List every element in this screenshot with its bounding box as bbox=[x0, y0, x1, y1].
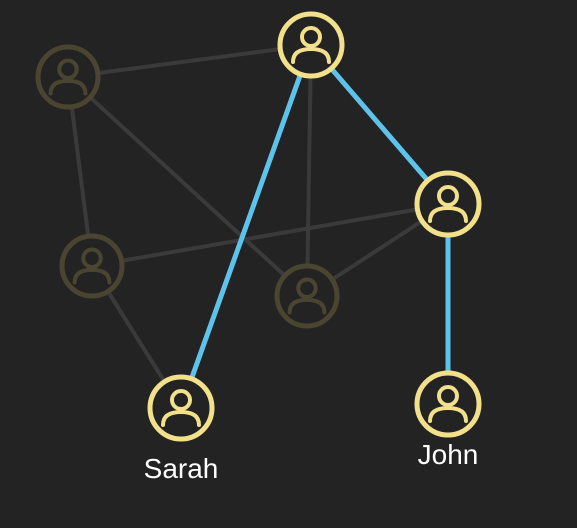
node-sarah bbox=[147, 374, 215, 442]
node-john bbox=[414, 370, 482, 438]
edges-layer bbox=[66, 42, 451, 411]
highlighted-edge-n2-n3 bbox=[308, 42, 451, 207]
user-avatar-icon bbox=[428, 185, 468, 223]
user-avatar-icon bbox=[287, 277, 327, 315]
edge-n4-n3 bbox=[90, 202, 450, 268]
edge-n1-n2 bbox=[66, 43, 313, 79]
node-n5 bbox=[274, 263, 340, 329]
node-n2 bbox=[277, 11, 345, 79]
node-n1 bbox=[35, 44, 101, 110]
node-n4 bbox=[59, 233, 125, 299]
user-avatar-icon bbox=[48, 58, 88, 96]
user-avatar-icon bbox=[161, 389, 201, 427]
user-avatar-icon bbox=[72, 247, 112, 285]
node-label-john: John bbox=[418, 439, 479, 470]
nodes-layer bbox=[35, 11, 482, 442]
labels-layer: Sarah John bbox=[144, 439, 479, 484]
node-n3 bbox=[414, 170, 482, 238]
highlighted-edge-n2-sarah bbox=[178, 42, 314, 411]
node-label-sarah: Sarah bbox=[144, 453, 219, 484]
user-avatar-icon bbox=[291, 26, 331, 64]
edge-n2-n5 bbox=[305, 43, 313, 298]
user-avatar-icon bbox=[428, 385, 468, 423]
edge-n1-n5 bbox=[66, 75, 309, 298]
